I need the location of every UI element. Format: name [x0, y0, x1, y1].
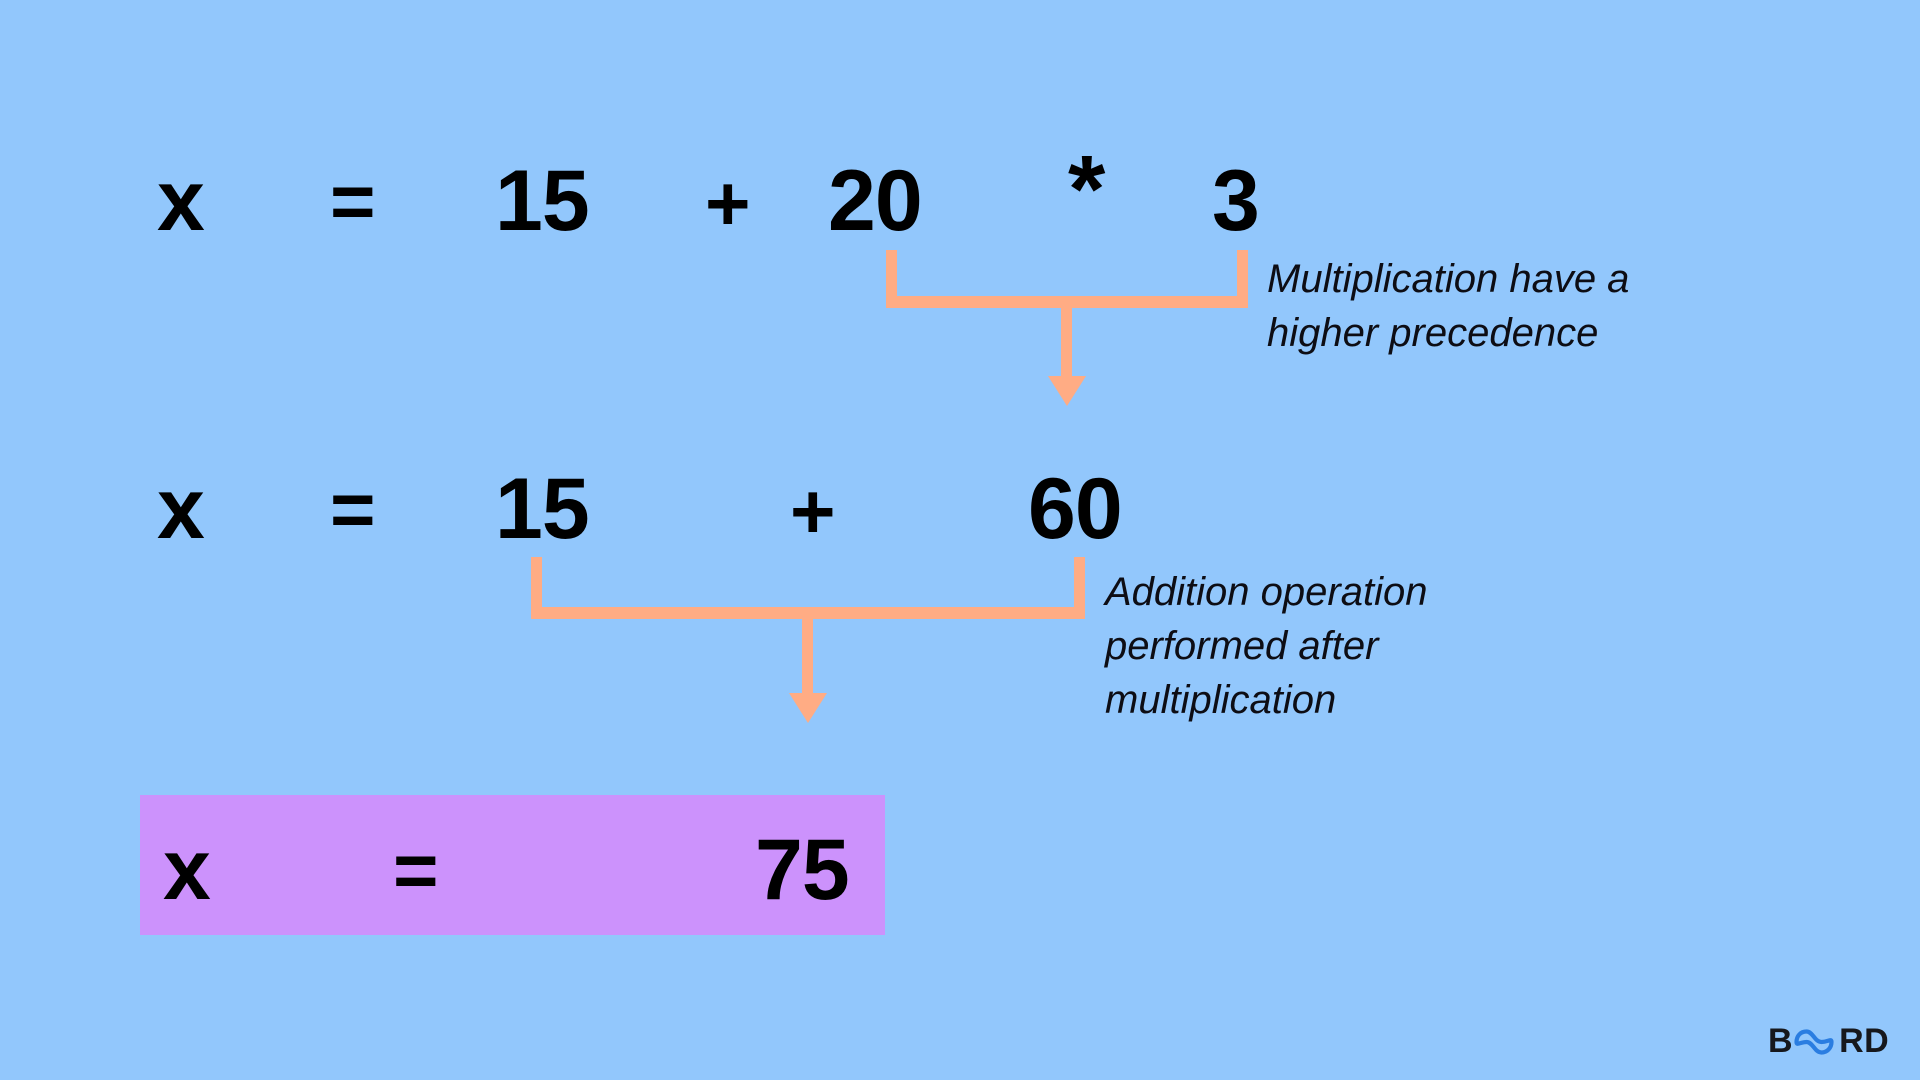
result-variable: x	[163, 822, 211, 918]
row1-operand-3: 3	[1212, 153, 1260, 249]
row2-equals-sign: =	[330, 465, 376, 553]
row1-equals-sign: =	[330, 157, 376, 245]
down-arrow-icon	[789, 693, 827, 723]
row1-operand-1: 15	[495, 153, 590, 249]
row1-variable: x	[157, 153, 205, 249]
infinity-mark-icon	[1794, 1027, 1838, 1057]
bracket-horizontal-bar	[531, 607, 1085, 619]
down-arrow-icon	[1048, 376, 1086, 406]
bracket-stem-left	[886, 250, 897, 300]
bracket-drop-line	[1061, 306, 1072, 380]
row2-operand-1: 15	[495, 461, 590, 557]
logo-suffix: RD	[1839, 1022, 1890, 1060]
logo-prefix: B	[1768, 1022, 1794, 1060]
row1-plus-operator: +	[705, 159, 751, 247]
bracket-stem-right	[1074, 557, 1085, 611]
row1-multiply-operator: *	[1068, 136, 1105, 243]
row1-operand-2: 20	[828, 153, 923, 249]
bracket-horizontal-bar	[886, 296, 1248, 308]
annotation-addition-after-multiplication: Addition operation performed after multi…	[1105, 570, 1428, 722]
row2-operand-2: 60	[1028, 461, 1123, 557]
addition-bracket	[531, 557, 1085, 727]
bracket-stem-left	[531, 557, 542, 611]
row2-variable: x	[157, 461, 205, 557]
bracket-drop-line	[802, 617, 813, 697]
board-logo: B RD	[1768, 1022, 1889, 1061]
bracket-stem-right	[1237, 250, 1248, 300]
result-highlight-box: x = 75	[140, 795, 885, 935]
multiplication-bracket	[886, 250, 1248, 410]
result-value: 75	[755, 822, 850, 918]
result-equals-sign: =	[393, 826, 439, 914]
row2-plus-operator: +	[790, 467, 836, 555]
annotation-multiplication-precedence: Multiplication have a higher precedence	[1267, 257, 1630, 355]
